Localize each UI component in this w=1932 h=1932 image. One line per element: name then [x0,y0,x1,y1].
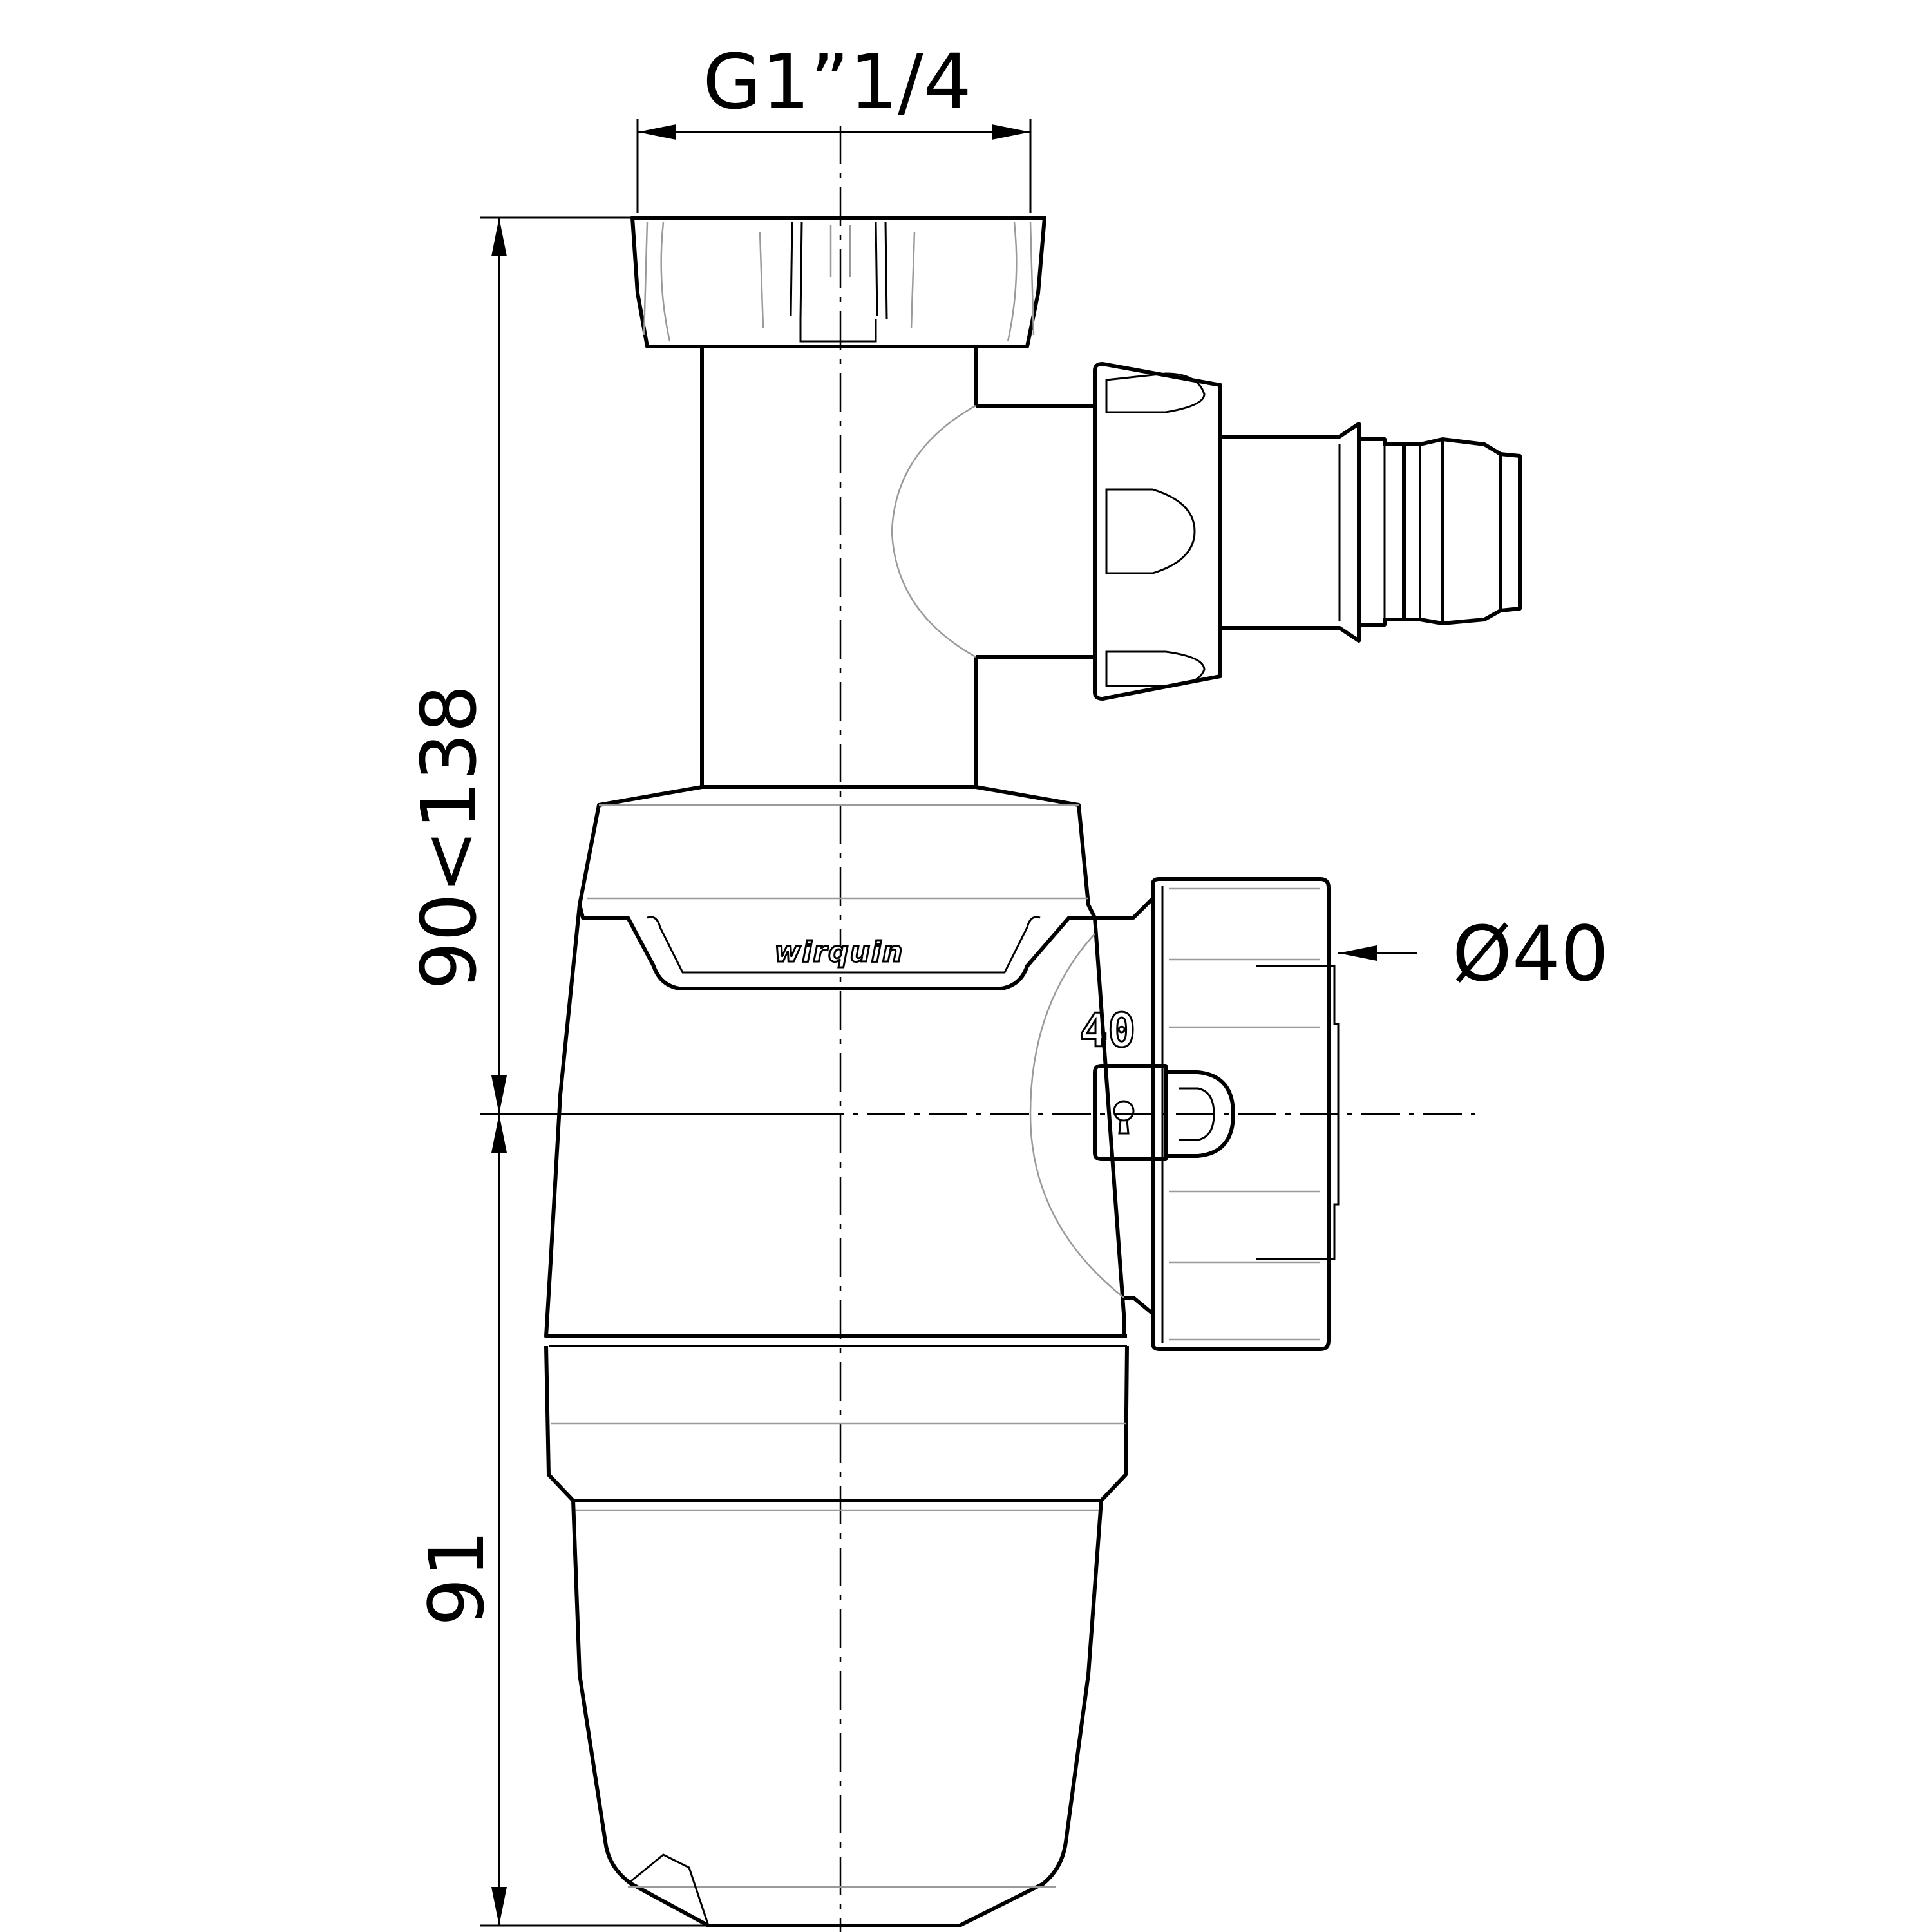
trap-body [544,904,1129,1511]
brand-logo: wirquin [775,936,904,969]
inlet-thread-label: G1”1/4 [703,37,972,126]
trap-lower-cup [571,1500,1103,1927]
height-range-label: 90<138 [404,685,493,990]
bottom-height-label: 91 [412,1530,501,1626]
bottom-height-dimension: 91 [412,1113,805,1927]
hose-barb [1218,422,1522,643]
inlet-nut [630,216,1046,348]
outlet-diameter-label: Ø40 [1452,909,1609,998]
outlet-marking: 40 [1080,1003,1136,1057]
outlet-diameter-dimension: Ø40 [1338,909,1609,998]
inlet-thread-dimension: G1”1/4 [636,37,1032,213]
outlet-connector: 40 [1079,877,1340,1351]
trap-cap: wirquin [578,785,1097,990]
height-range-dimension: 90<138 [404,216,638,1114]
vertical-tube [700,346,1095,787]
side-connector [1093,362,1222,701]
